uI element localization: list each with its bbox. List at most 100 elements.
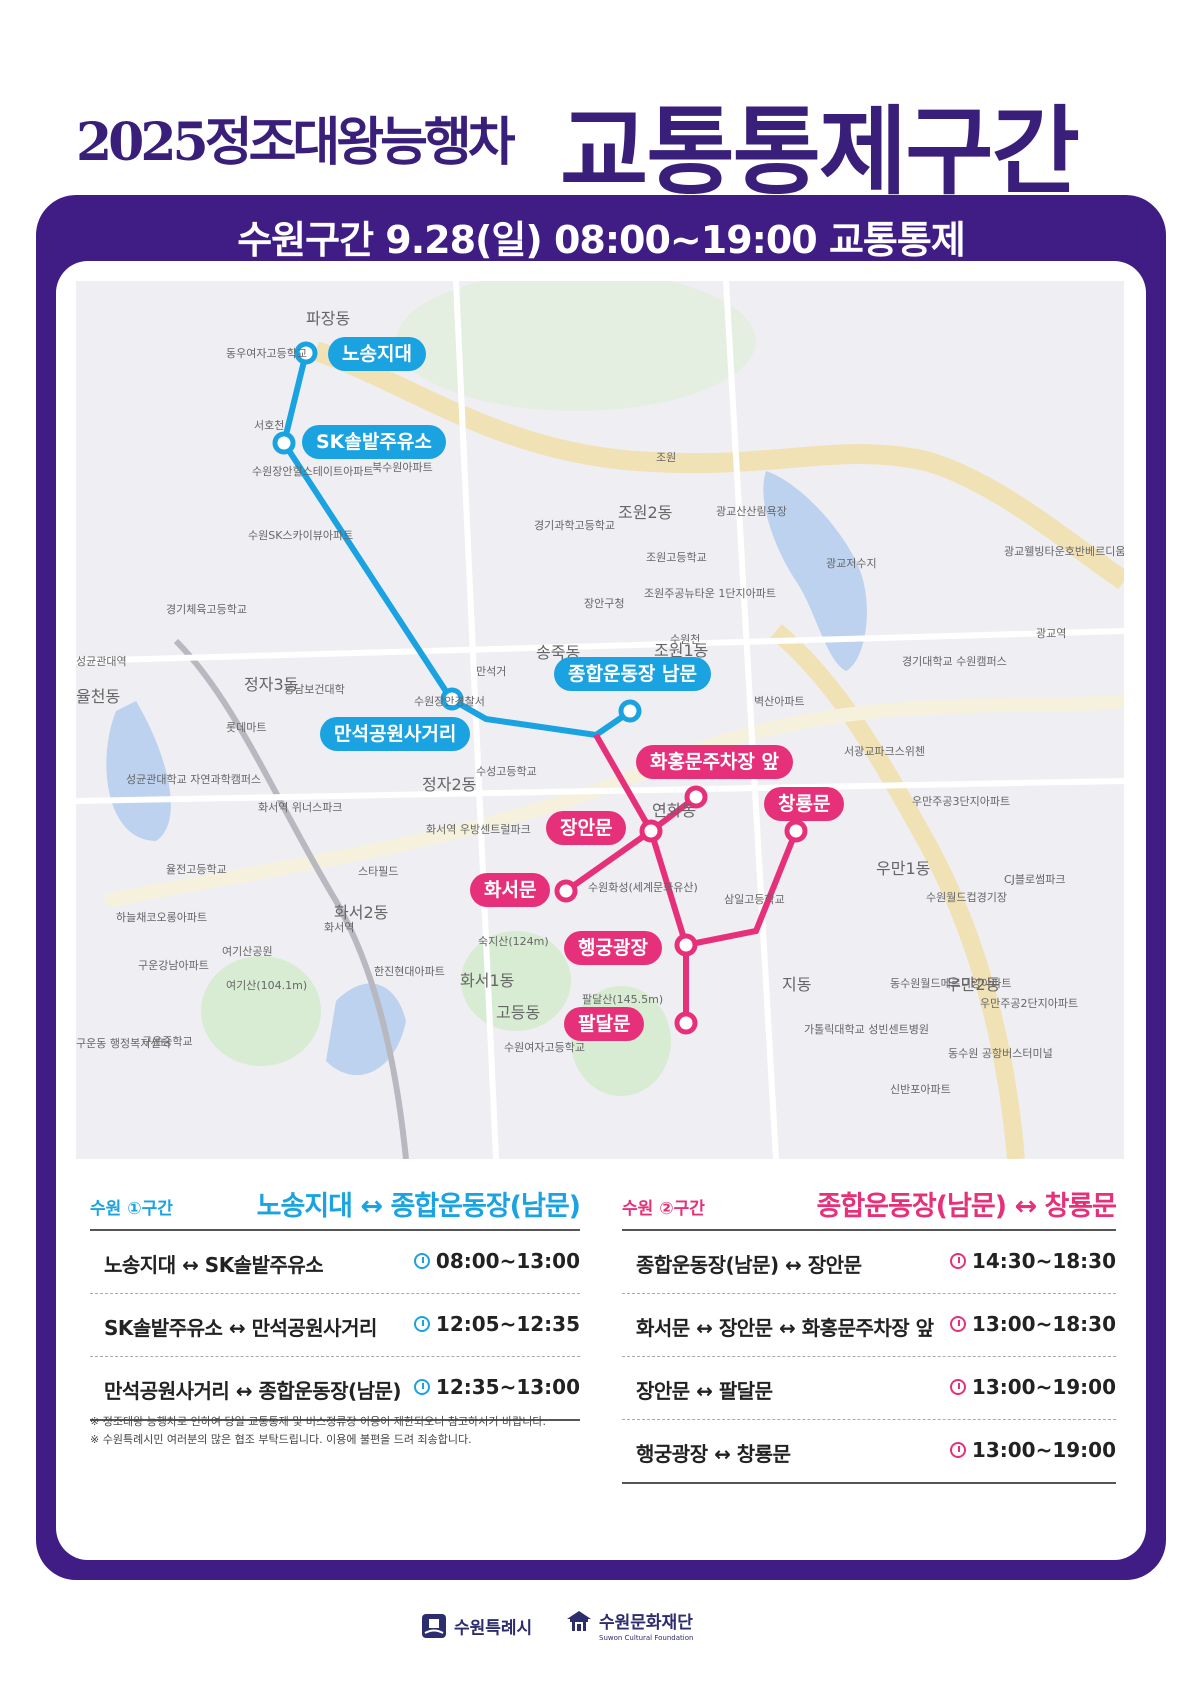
map-place-label: 파장동 [306,309,351,328]
map-place-label: 화서2동 [334,903,389,922]
segment-time: 13:00~18:30 [949,1312,1116,1336]
tag-paldalmun: 팔달문 [564,1007,645,1041]
segment-name: 행궁광장 ↔ 창룡문 [636,1442,791,1466]
road-b [76,778,1124,804]
title-main: 교통통제구간 [560,95,1080,208]
section-2-route: 종합운동장(남문) ↔ 창룡문 [816,1191,1117,1222]
clock-icon [949,1316,966,1332]
map-place-label: 서광교파크스위첸 [844,745,925,758]
map-place-label: 가톨릭대학교 성빈센트병원 [804,1023,929,1036]
map-place-label: 스타필드 [358,865,399,878]
road-a [76,628,1124,664]
highway-east [770,624,1025,1159]
segment-time: 13:00~19:00 [949,1438,1116,1462]
map-place-label: CJ블로썸파크 [1004,873,1066,886]
water-gwanggyo-reservoir [763,471,867,671]
node-hwaseomun [554,879,578,903]
tag-hwahongmun-parking: 화홍문주차장 앞 [636,745,793,779]
map-place-label: 광교산산림욕장 [716,505,787,518]
park-north [396,281,756,411]
notes: ※ 정조대왕 능행차로 인하여 당일 교통통제 및 버스정류장 이용이 제한되오… [90,1413,546,1449]
road-d [723,281,779,1159]
map-place-label: 조원 [656,451,677,464]
map-place-label: 수원화성(세계문화유산) [588,881,698,894]
clock-icon [949,1379,966,1395]
node-paldalmun [674,1011,698,1035]
section-1-header: 수원 ①구간 노송지대 ↔ 종합운동장(남문) [90,1179,581,1231]
table-row: 화서문 ↔ 장안문 ↔ 화홍문주차장 앞 13:00~18:30 [622,1294,1116,1357]
map-place-label: 서호천 [254,419,285,432]
map-place-label: 수원여자고등학교 [504,1041,585,1054]
map-place-label: 수원월드컵경기장 [926,891,1007,904]
map-place-label: 경기과학고등학교 [534,519,615,532]
map-canvas [76,281,1124,1159]
section-1-route: 노송지대 ↔ 종합운동장(남문) [256,1191,581,1222]
map-place-label: 조원주공뉴타운 1단지아파트 [644,587,776,600]
highway-north [312,341,1124,590]
section-1-label: 수원 ①구간 [90,1199,173,1219]
map-place-label: 수원천 [670,633,701,646]
map-place-label: 삼일고등학교 [724,893,785,906]
map-place-label: 여기산공원 [222,945,273,958]
tag-stadium-south-gate: 종합운동장 남문 [554,657,711,691]
clock-icon [949,1442,966,1458]
segment-name: 화서문 ↔ 장안문 ↔ 화홍문주차장 앞 [636,1316,934,1340]
logo-subtitle: Suwon Cultural Foundation [599,1633,694,1642]
map-place-label: 정자2동 [422,775,477,794]
clock-icon [413,1379,430,1395]
map-place-label: 수원SK스카이뷰아파트 [248,529,354,542]
segment-time: 12:35~13:00 [413,1375,580,1399]
logo-suwon-cultural-foundation: 수원문화재단 Suwon Cultural Foundation [565,1608,693,1642]
content-frame: 수원구간 9.28(일) 08:00~19:00 교통통제 [36,195,1166,1580]
map-place-label: 경기대학교 수원캠퍼스 [902,655,1007,668]
segment-name: 장안문 ↔ 팔달문 [636,1379,773,1403]
map-place-label: 화서1동 [460,971,515,990]
section-1: 수원 ①구간 노송지대 ↔ 종합운동장(남문) 노송지대 ↔ SK솔밭주유소 0… [90,1179,581,1421]
segment-time: 14:30~18:30 [949,1249,1116,1273]
tag-haenggung-plaza: 행궁광장 [564,931,662,965]
segment-time: 12:05~12:35 [413,1312,580,1336]
tag-manseok-park: 만석공원사거리 [320,717,471,751]
railway [173,638,409,1159]
map-place-label: 경기체육고등학교 [166,603,247,616]
section-1-rows: 노송지대 ↔ SK솔밭주유소 08:00~13:00 SK솔밭주유소 ↔ 만석공… [90,1231,580,1421]
segment-time: 13:00~19:00 [949,1375,1116,1399]
clock-icon [949,1253,966,1269]
map-place-label: 롯데마트 [226,721,267,734]
map-place-label: 화서역 [324,921,355,934]
water-lake-south [326,983,406,1076]
node-sk-solbat [272,431,296,455]
route-2-changnyongmun [685,829,799,948]
tag-janganmun: 장안문 [546,811,627,845]
map-place-label: 동남보건대학 [284,683,345,696]
map-place-label: 구운강남아파트 [138,959,209,972]
map-place-label: 우만2동 [946,975,1001,994]
segment-name: 만석공원사거리 ↔ 종합운동장(남문) [104,1379,402,1403]
map-place-label: 고등동 [496,1003,541,1022]
route-2-hwaseomun [564,828,653,894]
cultural-foundation-logo-icon [565,1609,593,1638]
map-place-label: 지동 [782,975,812,994]
water-lake-west [106,701,171,841]
map-place-label: 장안구청 [584,597,625,610]
map-place-label: 숙지산(124m) [478,935,549,948]
suwon-city-logo-icon [420,1612,448,1645]
map-place-label: 벽산아파트 [754,695,805,708]
segment-name: 노송지대 ↔ SK솔밭주유소 [104,1253,324,1277]
map-place-label: 만석거 [476,665,507,678]
node-hwahongmun-parking [684,785,708,809]
map-place-label: 화서역 우방센트럴파크 [426,823,531,836]
map-place-label: 조원2동 [618,503,673,522]
section-2-header: 수원 ②구간 종합운동장(남문) ↔ 창룡문 [622,1179,1117,1231]
note-line: ※ 정조대왕 능행차로 인하여 당일 교통통제 및 버스정류장 이용이 제한되오… [90,1415,546,1428]
title-event: 2025정조대왕능행차 [76,112,516,173]
segment-time: 08:00~13:00 [413,1249,580,1273]
map-place-label: 성균관대역 [76,655,127,668]
node-nosongjidae [294,341,318,365]
clock-icon [413,1253,430,1269]
map-place-label: 팔달산(145.5m) [582,993,664,1006]
map-place-label: 신반포아파트 [890,1083,951,1096]
page-title: 2025정조대왕능행차 교통통제구간 [0,70,1199,208]
map-place-label: 율전고등학교 [166,863,227,876]
